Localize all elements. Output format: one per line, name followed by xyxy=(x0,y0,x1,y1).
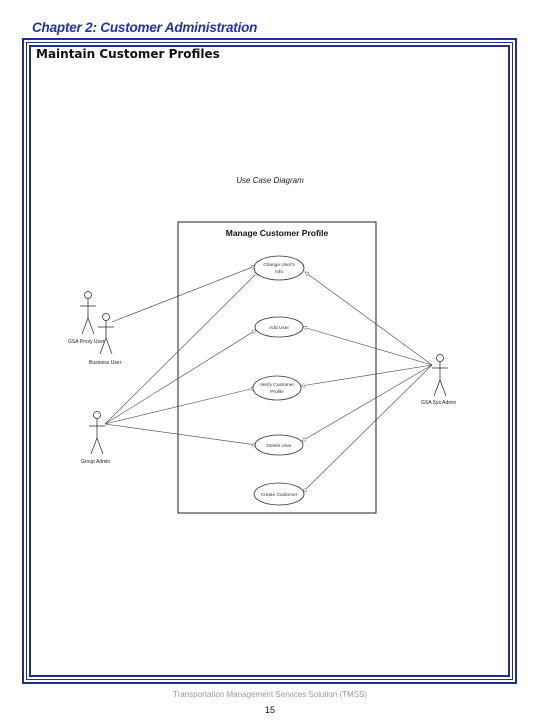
system-title: Manage Customer Profile xyxy=(226,228,329,238)
actor-gsa-sys-admin-icon xyxy=(432,354,448,397)
use-case-create-customer xyxy=(253,482,305,506)
footer-text: Transportation Management Services Solut… xyxy=(172,690,367,699)
page-number: 15 xyxy=(264,705,275,715)
section-title: Maintain Customer Profiles xyxy=(36,47,220,61)
use-case-label: Profile xyxy=(270,389,284,395)
page-border-outer xyxy=(22,38,517,684)
actor-label-group-admin: Group Admin xyxy=(81,459,110,465)
association-lines xyxy=(104,266,433,492)
diagram-caption: Use Case Diagram xyxy=(236,176,304,185)
use-case-delete-user xyxy=(254,434,304,456)
use-case-label: Verify Customer xyxy=(260,382,295,388)
use-case-label: Change User's xyxy=(263,262,295,268)
actor-gsa-proxy-user-icon xyxy=(80,291,96,335)
use-case-label: Create Customer xyxy=(261,492,298,498)
page-border-inner xyxy=(29,45,510,677)
system-boundary xyxy=(177,221,377,514)
page-border-middle xyxy=(26,42,513,680)
actor-label-business-user: Business User xyxy=(89,360,122,366)
actor-label-gsa-proxy-user: GSA Proxy User xyxy=(68,339,105,345)
use-case-label: Delete User xyxy=(266,443,292,449)
use-case-label: Info xyxy=(275,269,283,275)
use-case-add-user xyxy=(254,316,304,338)
chapter-heading: Chapter 2: Customer Administration xyxy=(32,20,258,35)
use-case-label: Add User xyxy=(269,325,289,331)
actor-group-admin-icon xyxy=(89,411,105,455)
actor-label-gsa-sys-admin: GSA Sys Admin xyxy=(421,400,457,406)
use-case-change-users-info xyxy=(253,255,305,281)
use-case-verify-customer-profile xyxy=(252,375,302,401)
actor-business-user-icon xyxy=(98,313,114,355)
